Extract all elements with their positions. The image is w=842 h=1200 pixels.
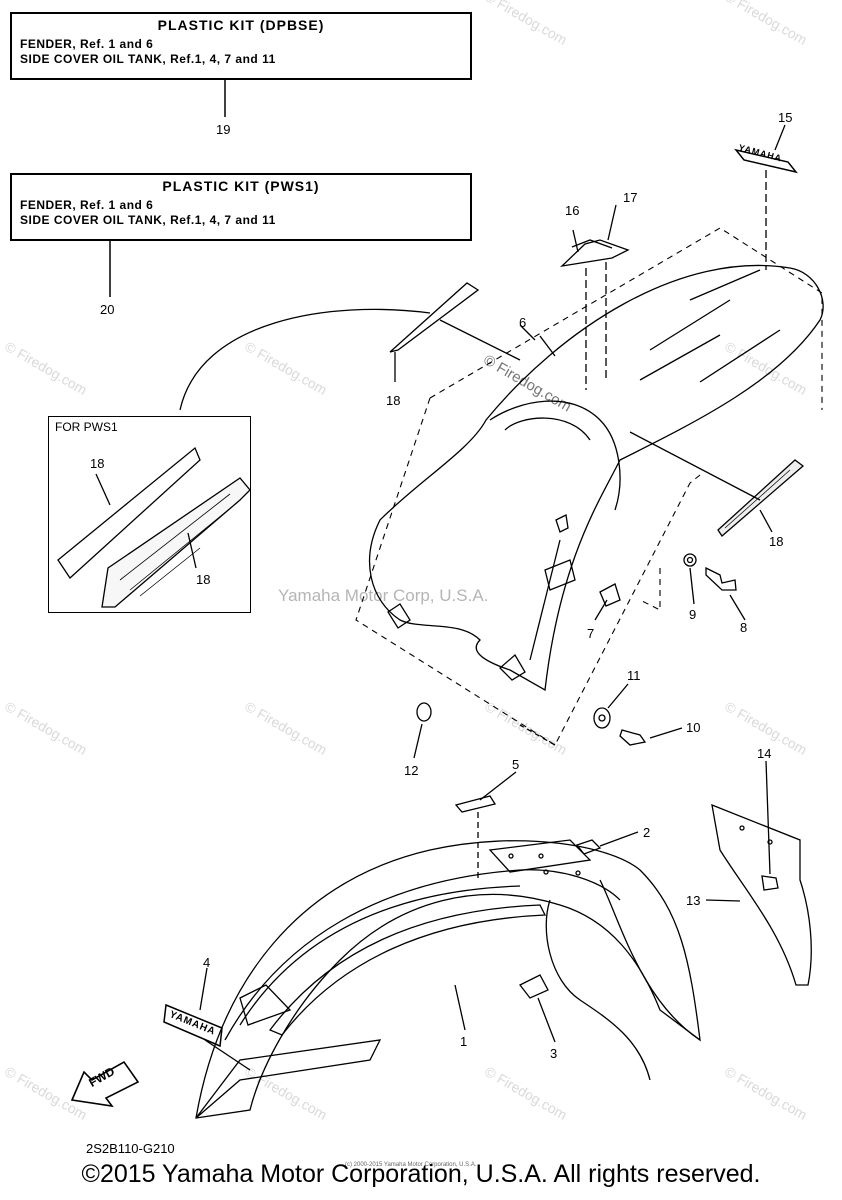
decal-18-right [717,459,805,537]
callout-18-inset-a: 18 [90,456,105,471]
callout-2: 2 [643,825,651,840]
kit-title: PLASTIC KIT (PWS1) [162,178,320,194]
decal-18-top [389,282,480,353]
front-fender [195,840,701,1119]
callout-8: 8 [740,620,748,635]
callout-12: 12 [404,763,419,778]
callout-11: 11 [627,668,641,683]
watermark-center: Yamaha Motor Corp, U.S.A. [278,586,489,605]
callout-1: 1 [460,1034,468,1049]
tiny-copyright: (c) 2000-2015 Yamaha Motor Corporation, … [345,1162,477,1168]
callout-3: 3 [550,1046,558,1061]
callout-20: 20 [100,302,115,317]
callout-17: 17 [623,190,638,205]
inset-decal-upper [57,446,201,579]
callout-4: 4 [203,955,211,970]
kit-line: SIDE COVER OIL TANK, Ref.1, 4, 7 and 11 [20,52,276,66]
callout-13: 13 [686,893,701,908]
rear-fender [368,264,824,692]
kit-line: FENDER, Ref. 1 and 6 [20,198,154,212]
decal-16 [560,239,630,267]
callout-10: 10 [686,720,701,735]
callout-19: 19 [216,122,231,137]
rear-mud-flap [711,803,812,986]
kit-line: FENDER, Ref. 1 and 6 [20,37,154,51]
kit-title: PLASTIC KIT (DPBSE) [157,17,325,33]
footer-copyright: ©2015 Yamaha Motor Corporation, U.S.A. A… [81,1160,761,1188]
plastic-kit-dpbse-box: PLASTIC KIT (DPBSE) FENDER, Ref. 1 and 6… [10,12,472,80]
callout-5: 5 [512,757,520,772]
inset-title: FOR PWS1 [55,420,118,434]
kit-line: SIDE COVER OIL TANK, Ref.1, 4, 7 and 11 [20,213,276,227]
callout-15: 15 [778,110,793,125]
inset-decal-lower [101,477,251,608]
plastic-kit-pws1-box: PLASTIC KIT (PWS1) FENDER, Ref. 1 and 6 … [10,173,472,241]
callout-18-inset-b: 18 [196,572,211,587]
callout-18-top: 18 [386,393,401,408]
callout-9: 9 [689,607,697,622]
callout-18-right: 18 [769,534,784,549]
callout-6: 6 [519,315,527,330]
callout-14: 14 [757,746,772,761]
diagram-code: 2S2B110-G210 [86,1141,175,1156]
callout-7: 7 [587,626,595,641]
callout-16: 16 [565,203,580,218]
